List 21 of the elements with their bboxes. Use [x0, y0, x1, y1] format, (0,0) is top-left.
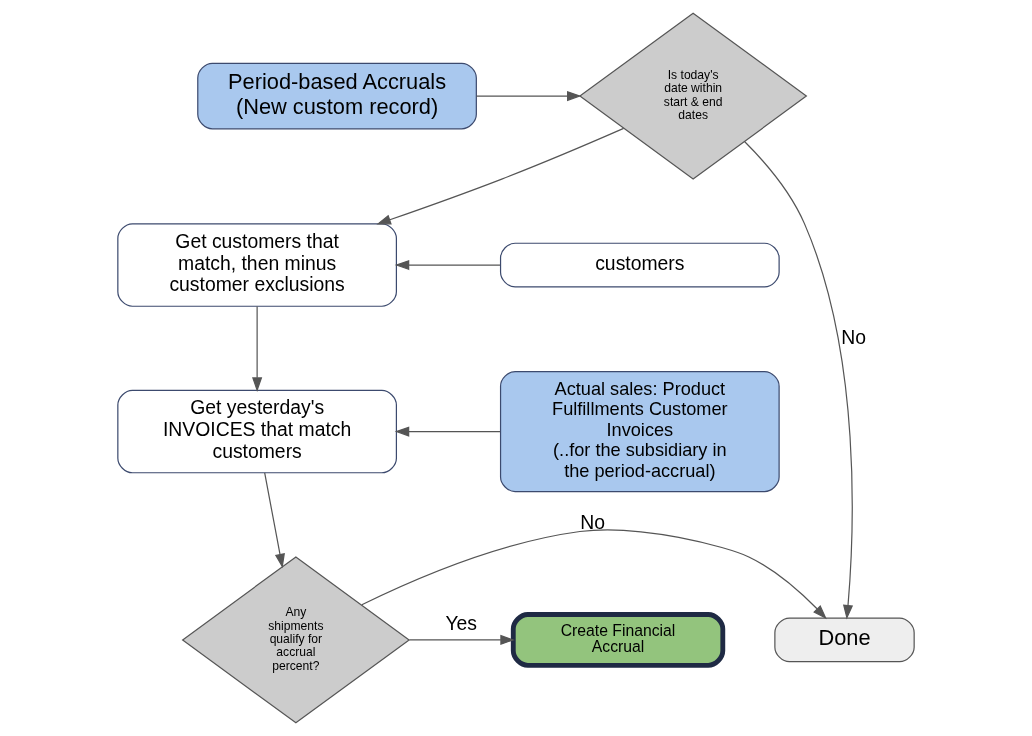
edge-label: No: [580, 510, 605, 533]
arrow: [264, 472, 285, 569]
node-box: Create Financial Accrual: [510, 612, 726, 668]
arrow: [361, 529, 827, 620]
arrow: [394, 259, 501, 271]
node-diamond: Any shipments qualify for accrual percent?: [181, 556, 411, 724]
node-box: customers: [499, 242, 780, 288]
arrow: [394, 426, 501, 437]
node-diamond: Is today's date within start & end dates: [578, 12, 808, 180]
arrow: [376, 127, 625, 225]
arrow: [743, 140, 854, 620]
edge-label: Yes: [445, 611, 477, 634]
node-box: Period-based Accruals (New custom record): [197, 62, 477, 130]
node-box: Actual sales: Product Fulfillments Customer Invoices (..for the subsidiary in the period-accrual): [499, 371, 780, 493]
node-box: Get yesterday's INVOICES that match customers: [117, 389, 397, 474]
node-box: Done: [774, 617, 915, 663]
node-box: Get customers that match, then minus customer exclusions: [117, 223, 397, 307]
arrow: [252, 305, 263, 392]
arrow: [475, 91, 582, 102]
arrow: [408, 634, 515, 645]
edge-label: No: [841, 325, 866, 348]
